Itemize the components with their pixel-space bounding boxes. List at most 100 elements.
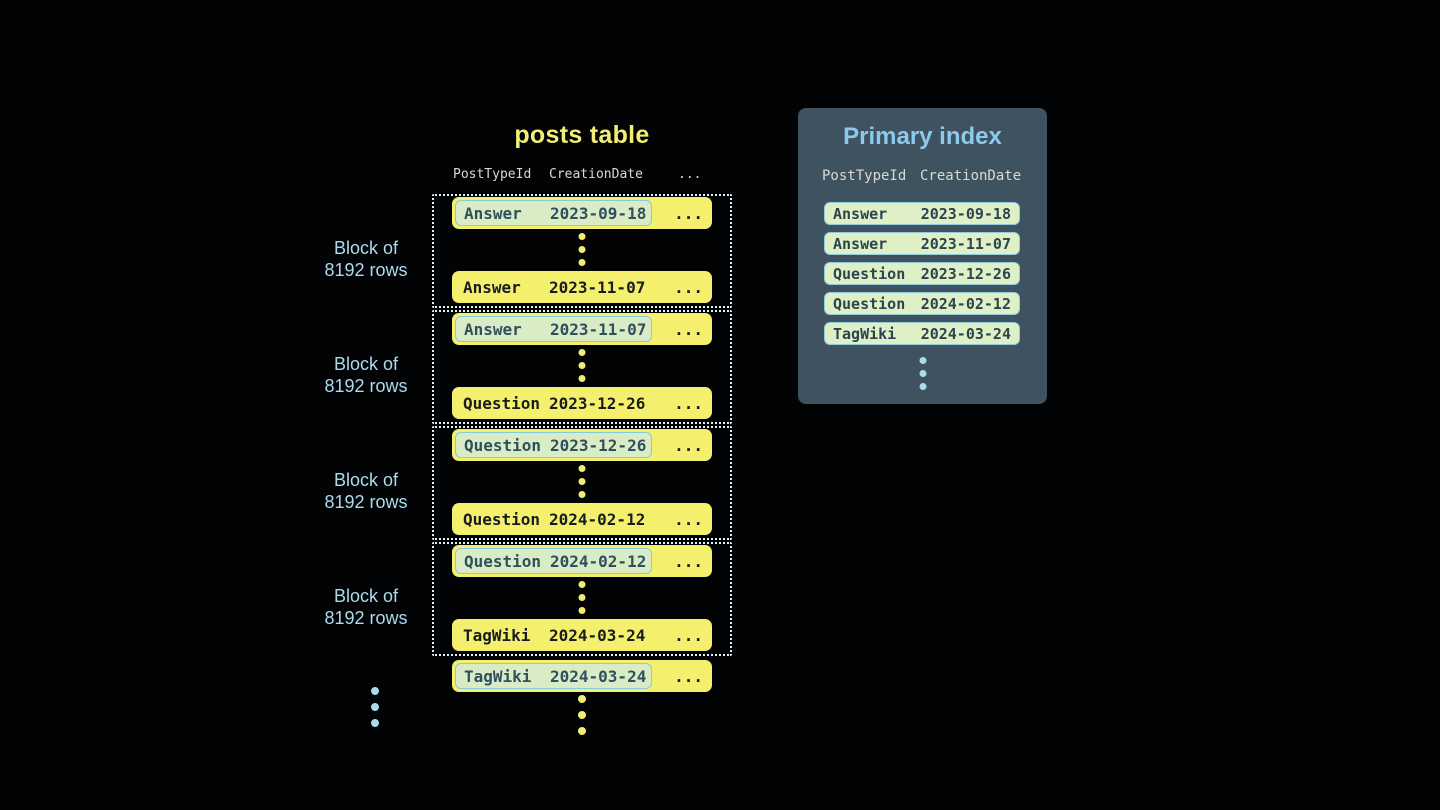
dot bbox=[578, 607, 586, 614]
creation-date-value: 2023-12-26 bbox=[550, 435, 647, 455]
row-cells: Answer 2023-11-07 bbox=[455, 274, 652, 300]
posts-block-3: Question 2023-12-26 ... Question 2024-02… bbox=[432, 426, 732, 540]
dot bbox=[578, 233, 586, 240]
creation-date-value: 2023-11-07 bbox=[920, 234, 1011, 253]
dot bbox=[578, 375, 586, 382]
creation-date-value: 2024-02-12 bbox=[549, 509, 646, 529]
column-header-creationdate: CreationDate bbox=[549, 167, 643, 182]
block-label-line1: Block of bbox=[333, 470, 399, 490]
dot bbox=[919, 370, 926, 377]
block-label-line2: 8192 rows bbox=[324, 375, 408, 396]
creation-date-value: 2023-12-26 bbox=[920, 264, 1011, 283]
creation-date-value: 2024-02-12 bbox=[550, 551, 647, 571]
index-row: TagWiki 2024-03-24 bbox=[824, 322, 1020, 345]
post-type-value: Question bbox=[464, 435, 542, 455]
dot bbox=[578, 246, 586, 253]
row-highlight: Answer 2023-11-07 bbox=[455, 316, 652, 342]
block-label-line2: 8192 rows bbox=[324, 491, 408, 512]
post-type-value: Answer bbox=[833, 204, 888, 223]
index-row: Question 2023-12-26 bbox=[824, 262, 1020, 285]
creation-date-value: 2024-03-24 bbox=[920, 324, 1011, 343]
post-type-value: Question bbox=[833, 264, 906, 283]
creation-date-value: 2024-03-24 bbox=[549, 625, 646, 645]
more-rows-dots bbox=[578, 695, 586, 735]
row-highlight: Question 2024-02-12 bbox=[455, 548, 652, 574]
dot bbox=[371, 719, 379, 727]
table-row: Answer 2023-11-07 ... bbox=[452, 271, 712, 303]
dot bbox=[919, 383, 926, 390]
table-row: Question 2023-12-26 ... bbox=[452, 387, 712, 419]
column-header-posttypeid: PostTypeId bbox=[822, 168, 907, 184]
dot bbox=[578, 478, 586, 485]
creation-date-value: 2024-02-12 bbox=[920, 294, 1011, 313]
block-size-label: Block of 8192 rows bbox=[306, 586, 426, 629]
row-cells: Question 2023-12-26 bbox=[455, 390, 652, 416]
row-highlight: TagWiki 2024-03-24 bbox=[455, 663, 652, 689]
row-cells: TagWiki 2024-03-24 bbox=[455, 622, 652, 648]
posts-table-column-headers: PostTypeId CreationDate ... bbox=[432, 167, 732, 185]
dot bbox=[578, 727, 586, 735]
table-row: Question 2024-02-12 ... bbox=[452, 545, 712, 577]
dot bbox=[578, 581, 586, 588]
block-label-line2: 8192 rows bbox=[324, 259, 408, 280]
index-row: Answer 2023-09-18 bbox=[824, 202, 1020, 225]
post-type-value: Question bbox=[833, 294, 906, 313]
post-type-value: TagWiki bbox=[464, 666, 532, 686]
block-label-line2: 8192 rows bbox=[324, 607, 408, 628]
row-ellipsis: ... bbox=[674, 625, 703, 645]
row-ellipsis: ... bbox=[674, 319, 703, 339]
dot bbox=[371, 687, 379, 695]
post-type-value: Answer bbox=[833, 234, 888, 253]
row-ellipsis: ... bbox=[674, 393, 703, 413]
table-row: TagWiki 2024-03-24 ... bbox=[452, 619, 712, 651]
post-type-value: Answer bbox=[463, 277, 521, 297]
post-type-value: Question bbox=[463, 393, 541, 413]
block-size-label: Block of 8192 rows bbox=[306, 238, 426, 281]
table-row: Question 2023-12-26 ... bbox=[452, 429, 712, 461]
block-label-line1: Block of bbox=[333, 354, 399, 374]
row-cells: Question 2024-02-12 bbox=[455, 506, 652, 532]
creation-date-value: 2023-11-07 bbox=[550, 319, 647, 339]
table-row: Answer 2023-09-18 ... bbox=[452, 197, 712, 229]
dot bbox=[578, 259, 586, 266]
post-type-value: TagWiki bbox=[833, 324, 897, 343]
index-row: Answer 2023-11-07 bbox=[824, 232, 1020, 255]
dot bbox=[919, 357, 926, 364]
creation-date-value: 2023-12-26 bbox=[549, 393, 646, 413]
posts-block-1: Answer 2023-09-18 ... Answer 2023-11-07 … bbox=[432, 194, 732, 308]
dot bbox=[578, 465, 586, 472]
table-row: TagWiki 2024-03-24 ... bbox=[452, 660, 712, 692]
column-header-creationdate: CreationDate bbox=[920, 168, 1022, 184]
ellipsis-dots bbox=[578, 233, 586, 266]
block-size-label: Block of 8192 rows bbox=[306, 354, 426, 397]
post-type-value: Question bbox=[464, 551, 542, 571]
row-ellipsis: ... bbox=[674, 666, 703, 686]
dot bbox=[578, 711, 586, 719]
post-type-value: TagWiki bbox=[463, 625, 531, 645]
index-row: Question 2024-02-12 bbox=[824, 292, 1020, 315]
dot bbox=[578, 491, 586, 498]
more-index-rows-dots bbox=[919, 357, 926, 390]
row-ellipsis: ... bbox=[674, 509, 703, 529]
table-row: Question 2024-02-12 ... bbox=[452, 503, 712, 535]
dot bbox=[578, 349, 586, 356]
posts-block-2: Answer 2023-11-07 ... Question 2023-12-2… bbox=[432, 310, 732, 424]
dot bbox=[578, 695, 586, 703]
table-row: Answer 2023-11-07 ... bbox=[452, 313, 712, 345]
ellipsis-dots bbox=[578, 581, 586, 614]
row-highlight: Question 2023-12-26 bbox=[455, 432, 652, 458]
posts-block-4: Question 2024-02-12 ... TagWiki 2024-03-… bbox=[432, 542, 732, 656]
creation-date-value: 2023-11-07 bbox=[549, 277, 646, 297]
row-ellipsis: ... bbox=[674, 277, 703, 297]
dot bbox=[578, 362, 586, 369]
posts-table-title: posts table bbox=[514, 121, 650, 149]
primary-index-column-headers: PostTypeId CreationDate bbox=[798, 168, 1047, 186]
creation-date-value: 2023-09-18 bbox=[550, 203, 647, 223]
post-type-value: Answer bbox=[464, 203, 522, 223]
row-ellipsis: ... bbox=[674, 203, 703, 223]
dot bbox=[371, 703, 379, 711]
row-ellipsis: ... bbox=[674, 551, 703, 571]
row-highlight: Answer 2023-09-18 bbox=[455, 200, 652, 226]
post-type-value: Question bbox=[463, 509, 541, 529]
